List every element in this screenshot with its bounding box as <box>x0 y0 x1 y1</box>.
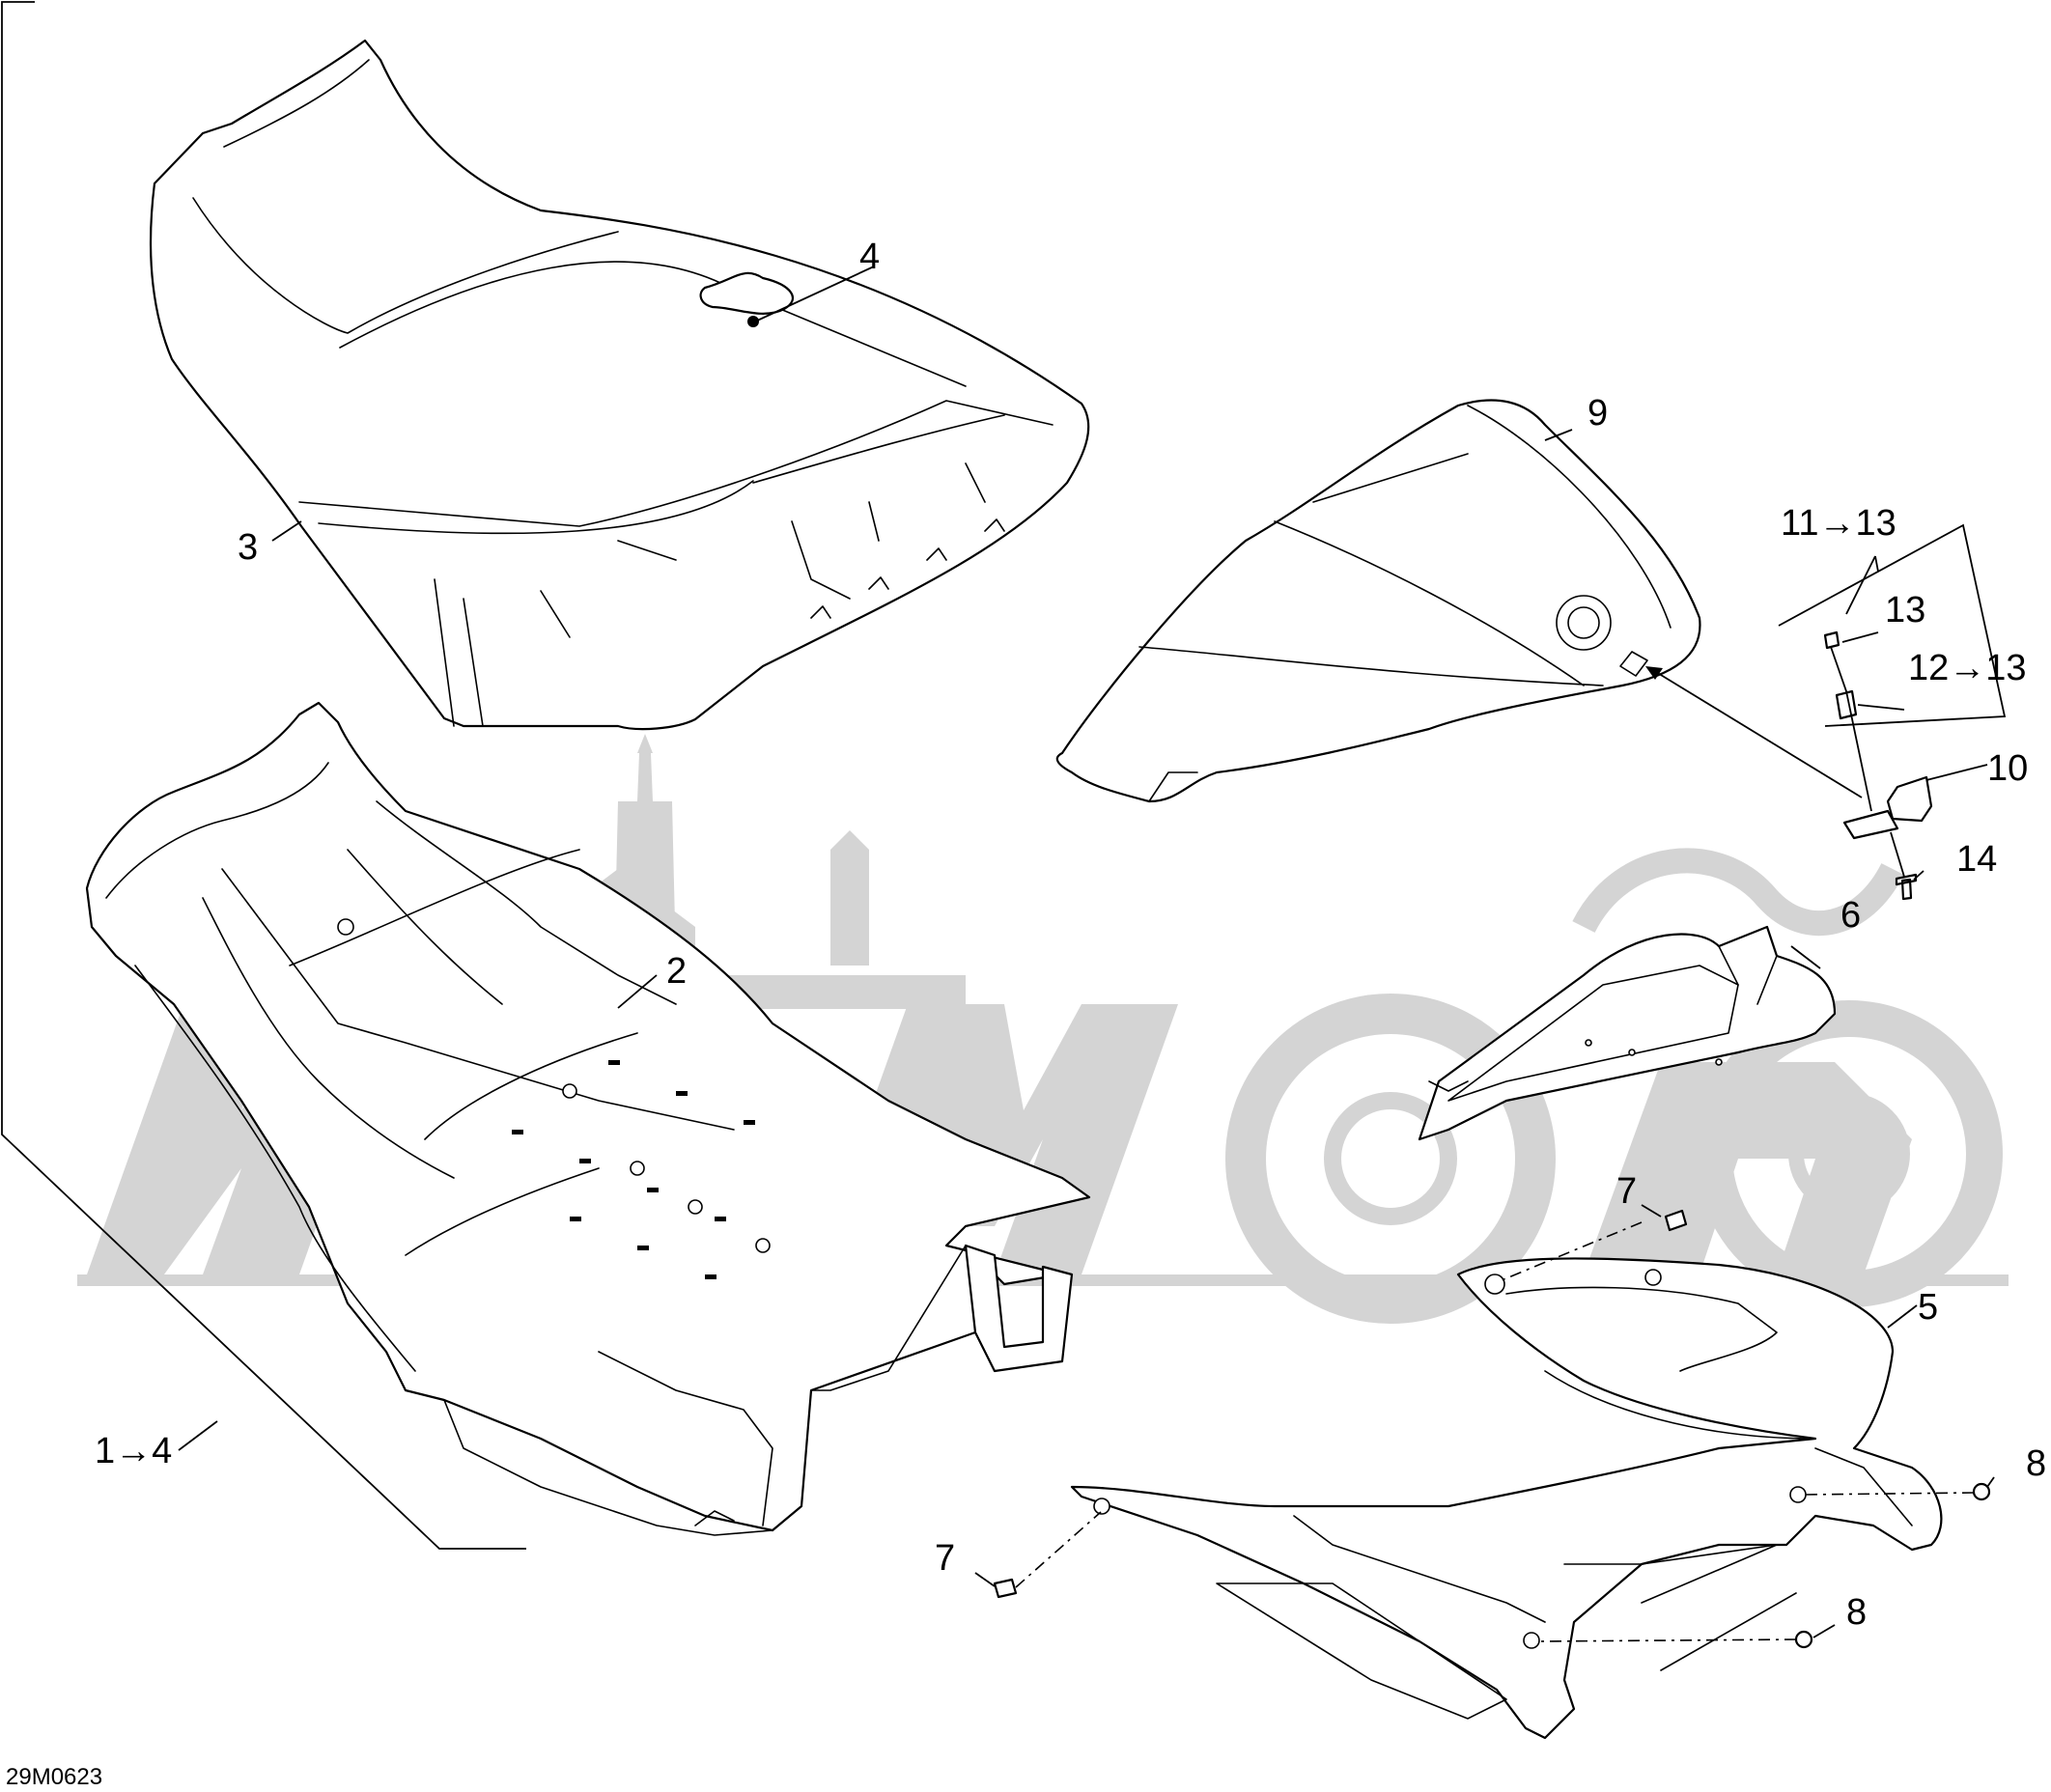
seat-logo-marker <box>747 316 759 327</box>
base-slots <box>512 1060 755 1279</box>
callout-5: 5 <box>1918 1287 1938 1328</box>
figure-id: 29M0623 <box>6 1764 102 1790</box>
callout-8-lower: 8 <box>1846 1592 1867 1633</box>
callout-2: 2 <box>666 951 687 992</box>
callout-3: 3 <box>238 527 258 568</box>
latch-part-10 <box>1886 775 1933 823</box>
screw-part-7-upper <box>1664 1209 1688 1232</box>
callout-4: 4 <box>859 237 880 277</box>
assembly-lines <box>1015 1221 1975 1642</box>
callout-7-lower: 7 <box>935 1538 955 1579</box>
tray-part-6 <box>1418 925 1837 1141</box>
washer-part-13 <box>1823 630 1840 650</box>
side-panel-part-5 <box>1070 1257 1943 1740</box>
nut-part-8-upper <box>1972 1482 1991 1501</box>
callout-7-upper: 7 <box>1616 1171 1637 1212</box>
callout-8-upper: 8 <box>2026 1443 2046 1484</box>
screw-part-14 <box>1895 873 1918 901</box>
seat-cushion-part-3 <box>149 39 1090 731</box>
cover-warning-text <box>1312 453 1469 503</box>
group-bracket <box>1 1 526 1550</box>
seat-base-part-2 <box>85 701 1091 1536</box>
screws <box>993 1209 1991 1649</box>
callout-9: 9 <box>1587 393 1608 434</box>
callout-6: 6 <box>1840 895 1861 936</box>
callout-1-4: 1→4 <box>95 1431 172 1471</box>
cover-part-9 <box>1055 399 1701 803</box>
callout-13: 13 <box>1885 590 1925 630</box>
callout-14: 14 <box>1956 839 1997 880</box>
callout-labels: 1→4 2 3 4 5 6 7 7 8 8 9 10 11→13 12→13 1… <box>95 237 2046 1633</box>
leader-lines <box>178 266 2007 1638</box>
callout-12-13: 12→13 <box>1908 648 2027 688</box>
callout-11-13: 11→13 <box>1781 503 1896 544</box>
screw-part-7-lower <box>993 1578 1018 1599</box>
cover-emblem <box>1556 595 1612 651</box>
nut-part-8-lower <box>1794 1630 1813 1649</box>
latch-hardware <box>1823 630 1933 901</box>
callout-10: 10 <box>1987 748 2028 789</box>
